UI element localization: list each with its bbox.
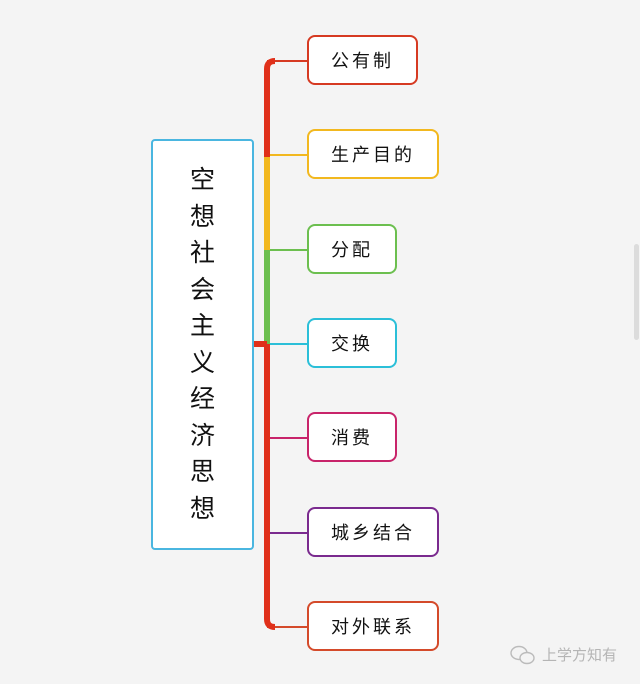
root-char: 社	[189, 238, 215, 267]
branch-topic[interactable]: 公有制	[307, 35, 418, 85]
trunk-segment	[264, 58, 276, 157]
root-char: 想	[189, 201, 215, 231]
trunk-segment	[264, 344, 276, 630]
branch-topic[interactable]: 分配	[307, 224, 397, 274]
branch-topic[interactable]: 生产目的	[307, 129, 439, 179]
root-char: 济	[189, 420, 215, 450]
wechat-icon	[510, 645, 535, 664]
root-char: 会	[189, 274, 215, 304]
root-topic[interactable]: 空想社会主义经济思想	[151, 139, 254, 550]
branch-topic[interactable]: 城乡结合	[307, 507, 439, 557]
root-char: 空	[189, 165, 215, 194]
branch-topic[interactable]: 交换	[307, 318, 397, 368]
watermark: 上学方知有	[510, 644, 617, 665]
root-char: 义	[189, 347, 215, 377]
branch-topic[interactable]: 对外联系	[307, 601, 439, 651]
root-char: 经	[189, 384, 215, 413]
watermark-text: 上学方知有	[542, 646, 618, 664]
branch-topic[interactable]: 消费	[307, 412, 397, 462]
scrollbar[interactable]	[634, 244, 639, 340]
root-char: 主	[189, 311, 215, 340]
root-char: 思	[189, 457, 215, 486]
root-char: 想	[189, 493, 215, 523]
